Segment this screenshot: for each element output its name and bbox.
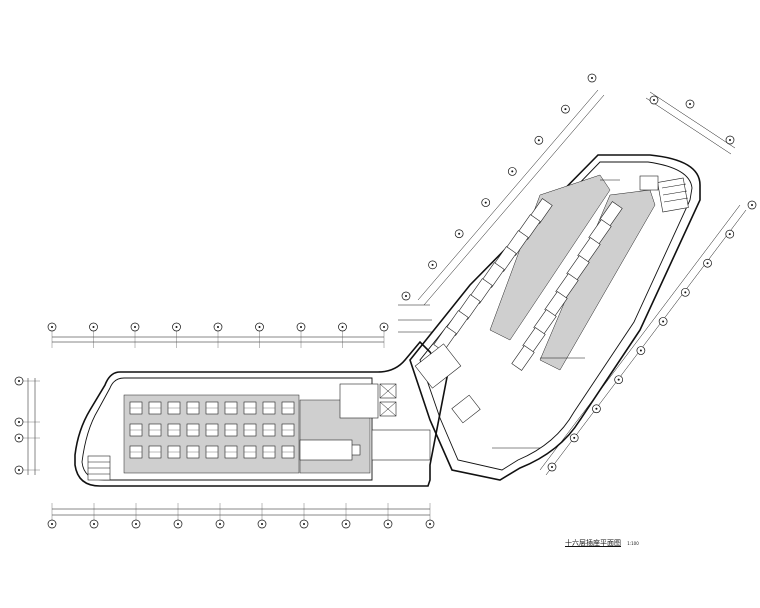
axis-bubble [587,73,597,83]
drawing-title-block: 十六层插座平面图 1:100 [565,538,639,548]
axis-bubble [47,322,57,332]
axis-bubble [401,291,411,301]
axis-bubble [296,322,306,332]
axis-bubble [747,200,757,210]
axis-bubble [685,99,695,109]
axis-bubble [338,322,347,332]
axis-bubble [213,322,223,332]
axis-bubble [341,519,351,529]
axis-bubble [658,317,668,326]
drawing-title: 十六层插座平面图 [565,539,621,547]
axis-bubble [425,519,435,529]
axis-bubble [255,322,264,332]
diagonal-dimension-top [645,91,736,155]
diagonal-axis-bubbles-upper [401,73,597,301]
axis-bubble [636,346,646,355]
axis-bubble [569,433,579,443]
diagonal-axis-bubbles-right [547,200,757,472]
diagonal-axis-bubbles-top [649,95,735,145]
axis-bubble [383,519,393,529]
diagonal-dimension-right [539,204,747,476]
axis-bubble [547,462,557,472]
axis-bubble [534,135,544,145]
left-axis-bubbles [14,376,40,475]
axis-bubble [131,519,141,529]
axis-bubble [299,519,309,529]
axis-bubble [507,167,517,176]
axis-bubble [561,104,570,114]
horizontal-wing [74,340,449,487]
axis-bubble [14,376,24,386]
axis-bubble [592,404,601,414]
axis-bubble [454,229,464,239]
axis-bubble [14,433,24,443]
axis-bubble [89,322,98,332]
bottom-dimension-chain [52,508,430,516]
axis-bubble [428,260,437,270]
axis-bubble [379,322,389,332]
axis-bubble [14,417,24,427]
drawing-scale: 1:100 [627,541,639,546]
axis-bubble [481,198,491,207]
axis-bubble [680,287,690,297]
axis-bubble [703,258,712,268]
axis-bubble [89,519,99,529]
axis-bubble [173,519,183,529]
axis-bubble [614,375,624,385]
axis-bubble [215,519,225,529]
axis-bubble [130,322,140,332]
diagonal-dimension-upper [417,89,605,306]
axis-bubble [725,135,735,145]
top-axis-bubbles [47,322,389,348]
bottom-axis-bubbles [47,503,435,529]
axis-bubble [257,519,267,529]
axis-bubble [725,229,735,239]
axis-bubble [47,519,57,529]
axis-bubble [172,322,181,332]
left-dimension-chain [27,378,36,475]
axis-bubble [649,95,659,105]
annotation-marks [398,179,620,449]
diagonal-wing [409,154,701,481]
axis-bubble [14,465,24,475]
